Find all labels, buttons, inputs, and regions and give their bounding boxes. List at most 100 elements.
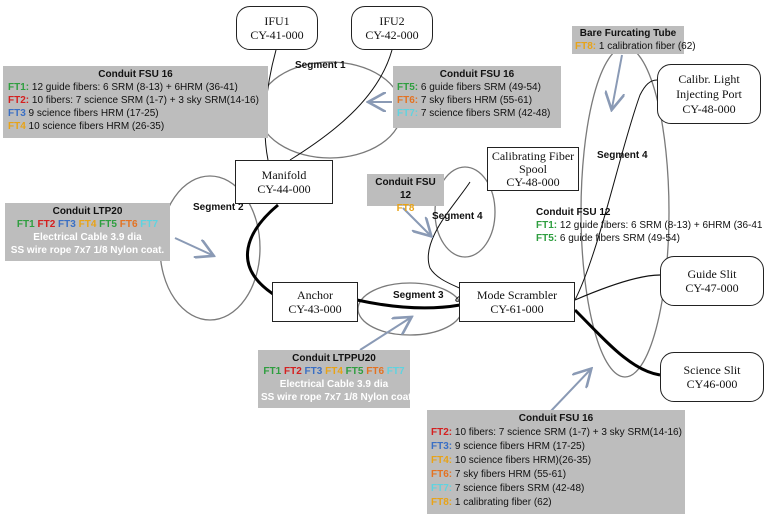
- calibr-port-code: CY-48-000: [682, 101, 736, 116]
- segment-4-small-ellipse: [434, 166, 496, 258]
- fiber-desc: 10 fibers: 7 science SRM (1-7) + 3 sky S…: [452, 427, 682, 438]
- fsu16-left-row-ft1: FT1: 12 guide fibers: 6 SRM (8-13) + 6HR…: [8, 81, 263, 94]
- conduit-fsu16-left-box: Conduit FSU 16 FT1: 12 guide fibers: 6 S…: [3, 66, 268, 138]
- conduit-fsu16-right-box: Conduit FSU 16 FT5: 6 guide fibers SRM (…: [393, 66, 561, 128]
- fiber-tag: FT3: [58, 219, 76, 230]
- fiber-tag: FT4: [8, 121, 26, 132]
- fiber-tag: FT3:: [431, 441, 453, 452]
- fiber-tag: FT6: [119, 219, 138, 230]
- conduit-manifold-to-anchor: [245, 203, 279, 296]
- calibr-port-line2: Injecting Port: [676, 86, 742, 101]
- fsu12-mid-row-ft5: FT5: 6 guide fibers SRM (49-54): [536, 232, 762, 245]
- science-slit-node: Science Slit CY46-000: [660, 352, 764, 402]
- conduit-fsu12-ft8-title: Conduit FSU 12: [375, 177, 436, 201]
- fiber-tag: FT7: [386, 366, 405, 377]
- fsu16-bottom-row-ft8: FT8: 1 calibrating fiber (62): [431, 496, 681, 510]
- conduit-fsu16-bottom-box: Conduit FSU 16 FT2: 10 fibers: 7 science…: [427, 410, 685, 514]
- fiber-tag: FT4: [325, 366, 343, 377]
- fsu16-bottom-row-ft4: FT4: 10 science fibers HRM)(26-35): [431, 454, 681, 468]
- conduit-scrambler-to-science-slit: [573, 308, 661, 377]
- fiber-to-calibr-port: [574, 79, 658, 301]
- ltppu20-tags: FT1 FT2 FT3 FT4 FT5 FT6 FT7: [261, 365, 407, 378]
- conduit-fsu16-bottom-title: Conduit FSU 16: [518, 413, 594, 424]
- ltp20-rope-line: SS wire rope 7x7 1/8 Nylon coat.: [10, 245, 165, 256]
- fiber-tag: FT8: [396, 203, 415, 214]
- conduit-ltp20-title: Conduit LTP20: [52, 206, 123, 217]
- conduit-fsu12-mid-block: Conduit FSU 12 FT1: 12 guide fibers: 6 S…: [536, 206, 762, 245]
- fiber-desc: 9 science fibers HRM (17-25): [25, 108, 159, 119]
- spool-line1: Calibrating Fiber: [491, 148, 575, 163]
- fiber-desc: 6 guide fibers SRM (49-54): [557, 233, 680, 244]
- fiber-desc: 10 science fibers HRM)(26-35): [452, 455, 592, 466]
- fiber-tag: FT2:: [431, 427, 453, 438]
- fiber-to-guide-slit: [574, 274, 661, 301]
- fiber-desc: 7 sky fibers HRM (55-61): [452, 469, 567, 480]
- fiber-tag: FT4: [78, 219, 97, 230]
- mode-scrambler-code: CY-61-000: [490, 302, 544, 316]
- fiber-desc: 10 fibers: 7 science SRM (1-7) + 3 sky S…: [29, 95, 259, 106]
- fiber-tag: FT5:: [397, 82, 419, 93]
- fiber-tag: FT6: [366, 366, 385, 377]
- manifold-code: CY-44-000: [257, 182, 311, 196]
- fiber-desc: 1 calibration fiber (62): [596, 41, 696, 52]
- ifu2-name: IFU2: [379, 14, 405, 28]
- fiber-tag: FT7:: [397, 108, 419, 119]
- manifold-name: Manifold: [261, 168, 307, 182]
- arrow-ltppu20: [359, 318, 410, 351]
- fiber-tag: FT1: [16, 219, 35, 230]
- bare-tube-title: Bare Furcating Tube: [579, 28, 677, 39]
- arrow-fsu16-bottom: [549, 370, 590, 413]
- conduit-fsu16-left-title: Conduit FSU 16: [98, 69, 173, 80]
- ifu1-name: IFU1: [264, 14, 290, 28]
- fiber-tag: FT8:: [575, 41, 597, 52]
- conduit-fsu12-ft8-box: Conduit FSU 12 FT8: [367, 174, 444, 214]
- fsu16-left-row-ft3: FT3 9 science fibers HRM (17-25): [8, 107, 263, 120]
- fsu12-ft8-row: FT8: [370, 202, 441, 215]
- fsu16-bottom-row-ft3: FT3: 9 science fibers HRM (17-25): [431, 440, 681, 454]
- conduit-fsu12-mid-title: Conduit FSU 12: [536, 207, 611, 218]
- ltp20-tags: FT1 FT2 FT3 FT4 FT5 FT6 FT7: [8, 218, 167, 231]
- fiber-tag: FT8:: [431, 497, 453, 508]
- mode-scrambler-node: Mode Scrambler CY-61-000: [459, 282, 575, 322]
- fiber-tag: FT2: [283, 366, 302, 377]
- conduit-ltppu20-box: Conduit LTPPU20 FT1 FT2 FT3 FT4 FT5 FT6 …: [258, 350, 415, 408]
- fsu16-bottom-row-ft7: FT7: 7 science fibers SRM (42-48): [431, 482, 681, 496]
- fsu16-left-row-ft4: FT4 10 science fibers HRM (26-35): [8, 120, 263, 133]
- bare-furcating-tube-box: Bare Furcating Tube FT8: 1 calibration f…: [572, 26, 696, 54]
- fiber-tag: FT5:: [536, 233, 558, 244]
- fsu16-right-row-ft5: FT5: 6 guide fibers SRM (49-54): [397, 81, 557, 94]
- fiber-tag: FT6:: [397, 95, 419, 106]
- fiber-desc: 7 sky fibers HRM (55-61): [418, 95, 533, 106]
- arrow-bare-tube: [612, 54, 622, 108]
- fiber-tag: FT1: [263, 366, 282, 377]
- guide-slit-node: Guide Slit CY-47-000: [660, 256, 764, 306]
- fiber-desc: 6 guide fibers SRM (49-54): [418, 82, 541, 93]
- guide-slit-code: CY-47-000: [685, 281, 739, 295]
- calibrating-fiber-spool-node: Calibrating Fiber Spool CY-48-000: [487, 147, 579, 191]
- conduit-anchor-to-scrambler: [356, 298, 461, 310]
- ifu2-code: CY-42-000: [365, 28, 419, 42]
- fiber-tag: FT2:: [8, 95, 30, 106]
- ifu2-node: IFU2 CY-42-000: [351, 6, 433, 50]
- guide-slit-name: Guide Slit: [687, 267, 737, 281]
- fiber-tag: FT7: [140, 219, 159, 230]
- fiber-tag: FT3: [8, 108, 26, 119]
- segment-3-label: Segment 3: [393, 290, 444, 301]
- fsu16-bottom-row-ft2: FT2: 10 fibers: 7 science SRM (1-7) + 3 …: [431, 426, 682, 440]
- bare-tube-row: FT8: 1 calibration fiber (62): [575, 40, 696, 53]
- conduit-ltp20-box: Conduit LTP20 FT1 FT2 FT3 FT4 FT5 FT6 FT…: [5, 203, 170, 261]
- arrow-ltp20: [174, 237, 212, 255]
- anchor-code: CY-43-000: [288, 302, 342, 316]
- conduit-fsu16-right-title: Conduit FSU 16: [439, 69, 515, 80]
- fiber-tag: FT5: [345, 366, 364, 377]
- fsu16-bottom-row-ft6: FT6: 7 sky fibers HRM (55-61): [431, 468, 681, 482]
- anchor-name: Anchor: [297, 288, 333, 302]
- fsu16-right-row-ft7: FT7: 7 science fibers SRM (42-48): [397, 107, 557, 120]
- ifu1-node: IFU1 CY-41-000: [236, 6, 318, 50]
- ltppu20-rope-line: SS wire rope 7x7 1/8 Nylon coat.: [261, 392, 415, 403]
- fiber-tag: FT3: [304, 366, 323, 377]
- conduit-ltppu20-title: Conduit LTPPU20: [292, 353, 376, 364]
- fsu12-mid-row-ft1: FT1: 12 guide fibers: 6 SRM (8-13) + 6HR…: [536, 219, 762, 232]
- mode-scrambler-name: Mode Scrambler: [476, 288, 558, 302]
- fiber-desc: 9 science fibers HRM (17-25): [452, 441, 585, 452]
